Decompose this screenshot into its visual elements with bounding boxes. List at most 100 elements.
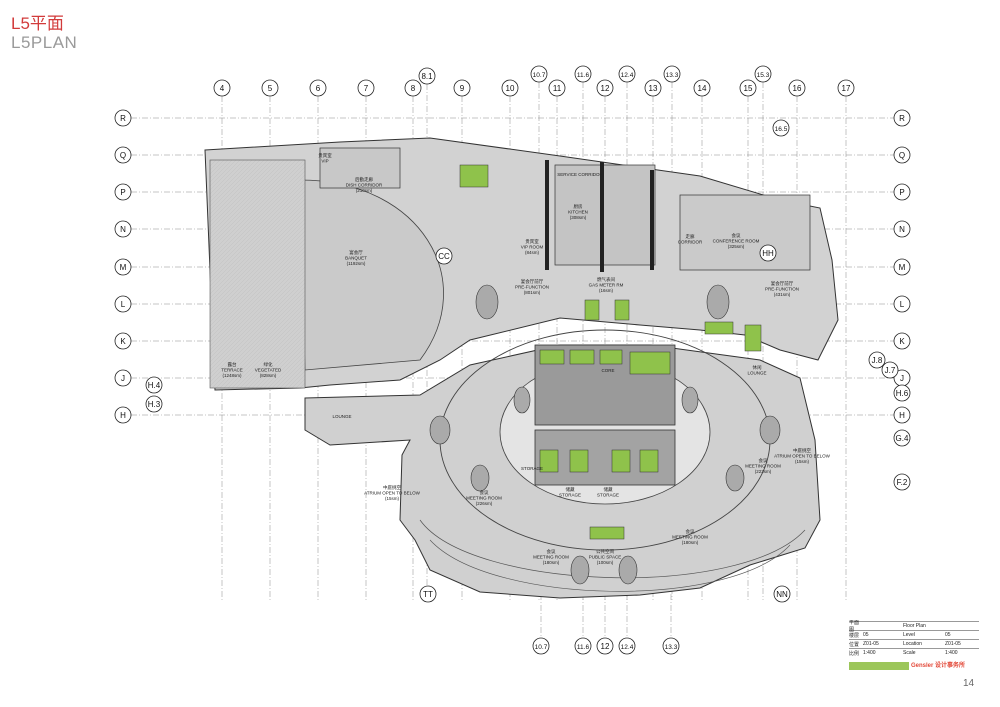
core-rooms bbox=[319, 147, 811, 540]
svg-text:K: K bbox=[899, 337, 905, 346]
title-block-cell: Level bbox=[903, 632, 915, 638]
green-room bbox=[539, 449, 559, 473]
svg-text:4: 4 bbox=[220, 84, 225, 93]
grid-bubble-row-left-J: J bbox=[114, 369, 132, 387]
grid-bubble-CC: CC bbox=[435, 247, 453, 265]
svg-text:P: P bbox=[120, 188, 125, 197]
svg-text:9: 9 bbox=[460, 84, 465, 93]
svg-text:H.3: H.3 bbox=[148, 400, 161, 409]
green-room bbox=[539, 349, 565, 365]
grid-bubble-row-right-M: M bbox=[893, 258, 911, 276]
grid-bubble-col-17: 17 bbox=[837, 79, 855, 97]
brand-bar: Gensler 设计事务所 bbox=[849, 662, 979, 670]
oval-column bbox=[706, 284, 730, 320]
green-room bbox=[704, 321, 734, 335]
svg-text:J: J bbox=[121, 374, 125, 383]
grid-bubble-row-left-P: P bbox=[114, 183, 132, 201]
svg-text:5: 5 bbox=[268, 84, 273, 93]
svg-text:N: N bbox=[899, 225, 905, 234]
svg-text:10: 10 bbox=[506, 84, 515, 93]
green-room bbox=[614, 299, 630, 321]
brand-color-bar bbox=[849, 662, 909, 670]
svg-text:M: M bbox=[120, 263, 127, 272]
grid-bubble-extra-H.3: H.3 bbox=[145, 395, 163, 413]
svg-text:12.4: 12.4 bbox=[621, 72, 634, 79]
title-block-cell: 05 bbox=[945, 632, 951, 638]
title-block-cell: Z01-05 bbox=[945, 641, 961, 647]
svg-text:J: J bbox=[900, 374, 904, 383]
grid-bubble-row-right-H.6: H.6 bbox=[893, 384, 911, 402]
svg-text:R: R bbox=[899, 114, 905, 123]
green-room bbox=[569, 449, 589, 473]
grid-bubble-col-15.3: 15.3 bbox=[754, 65, 772, 83]
svg-text:K: K bbox=[120, 337, 126, 346]
grid-bubble-col-8: 8 bbox=[404, 79, 422, 97]
grid-bubble-col-10.7: 10.7 bbox=[530, 65, 548, 83]
oval-column bbox=[759, 415, 781, 445]
grid-bubble-row-right-F.2: F.2 bbox=[893, 473, 911, 491]
oval-column bbox=[429, 415, 451, 445]
green-room bbox=[459, 164, 489, 188]
grid-bubble-bottom-11.6: 11.6 bbox=[574, 637, 592, 655]
svg-text:16.5: 16.5 bbox=[775, 126, 788, 133]
svg-text:13.3: 13.3 bbox=[665, 644, 678, 651]
svg-text:R: R bbox=[120, 114, 126, 123]
grid-bubble-bottom-10.7: 10.7 bbox=[532, 637, 550, 655]
oval-column bbox=[513, 386, 531, 414]
grid-bubble-HH: HH bbox=[759, 244, 777, 262]
columns bbox=[429, 284, 781, 585]
grid-bubble-TT: TT bbox=[419, 585, 437, 603]
svg-text:12: 12 bbox=[601, 84, 610, 93]
oval-column bbox=[470, 464, 490, 492]
title-block-cell: 比例 bbox=[849, 650, 860, 657]
grid-bubble-row-right-Q: Q bbox=[893, 146, 911, 164]
svg-text:14: 14 bbox=[698, 84, 707, 93]
grid-bubble-col-12.4: 12.4 bbox=[618, 65, 636, 83]
grid-bubble-bottom-12: 12 bbox=[596, 637, 614, 655]
green-room bbox=[599, 349, 623, 365]
grid-bubble-row-right-G.4: G.4 bbox=[893, 429, 911, 447]
room-label-core: CORE bbox=[601, 368, 614, 373]
title-block-cell: 1:400 bbox=[863, 650, 876, 656]
grid-bubble-row-left-L: L bbox=[114, 295, 132, 313]
svg-text:17: 17 bbox=[842, 84, 851, 93]
outer-curve-south-2 bbox=[429, 539, 791, 592]
svg-text:12.4: 12.4 bbox=[621, 644, 634, 651]
green-room bbox=[639, 449, 659, 473]
svg-text:P: P bbox=[899, 188, 904, 197]
svg-text:L: L bbox=[900, 300, 905, 309]
grid-bubble-NN: NN bbox=[773, 585, 791, 603]
oval-column bbox=[725, 464, 745, 492]
svg-text:F.2: F.2 bbox=[897, 478, 908, 487]
green-room bbox=[569, 349, 595, 365]
svg-text:Q: Q bbox=[120, 151, 126, 160]
grid-bubble-row-right-K: K bbox=[893, 332, 911, 350]
oval-column bbox=[618, 555, 638, 585]
svg-text:M: M bbox=[899, 263, 906, 272]
grid-bubble-col-6: 6 bbox=[309, 79, 327, 97]
grid-bubble-col-11.6: 11.6 bbox=[574, 65, 592, 83]
service-stripe bbox=[650, 170, 654, 270]
green-room bbox=[611, 449, 631, 473]
grid-bubble-col-7: 7 bbox=[357, 79, 375, 97]
service-stripe bbox=[600, 162, 604, 272]
svg-text:16: 16 bbox=[793, 84, 802, 93]
svg-text:6: 6 bbox=[316, 84, 321, 93]
room-label-lounge-left: LOUNGE bbox=[332, 414, 351, 419]
grid-bubble-row-left-Q: Q bbox=[114, 146, 132, 164]
room-label-storage: STORAGE bbox=[521, 466, 543, 471]
